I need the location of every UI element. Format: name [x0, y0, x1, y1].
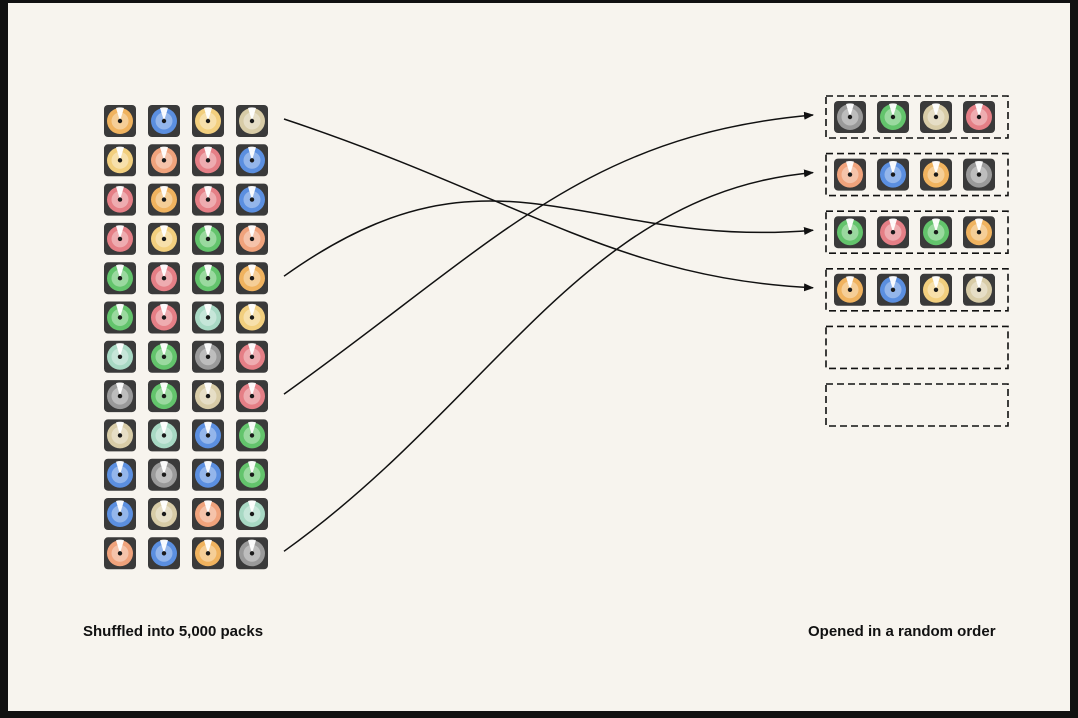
disc-icon	[236, 340, 268, 373]
disc-icon	[236, 222, 268, 255]
disc-icon	[834, 273, 866, 306]
disc-icon	[104, 498, 136, 530]
disc-icon	[104, 262, 136, 295]
arrow	[283, 111, 814, 395]
grid-row	[104, 419, 268, 452]
grid-row	[104, 380, 268, 413]
disc-icon	[104, 340, 136, 373]
disc-icon	[104, 183, 136, 216]
disc-icon	[877, 216, 909, 249]
arrow	[283, 169, 814, 552]
pack	[825, 383, 1009, 427]
disc-icon	[104, 380, 136, 413]
disc-icon	[920, 216, 952, 249]
grid-row	[104, 144, 268, 177]
disc-icon	[963, 158, 995, 191]
disc-icon	[963, 101, 995, 133]
disc-icon	[920, 101, 952, 133]
disc-icon	[834, 158, 866, 191]
disc-icon	[236, 183, 268, 216]
disc-icon	[192, 183, 224, 216]
disc-icon	[192, 301, 224, 334]
disc-icon	[104, 458, 136, 491]
disc-icon	[236, 105, 268, 137]
disc-icon	[236, 301, 268, 334]
arrows	[283, 111, 814, 552]
disc-icon	[877, 101, 909, 133]
disc-icon	[236, 144, 268, 177]
disc-icon	[236, 380, 268, 413]
disc-icon	[877, 273, 909, 306]
arrow	[283, 118, 814, 292]
disc-icon	[148, 262, 180, 295]
disc-icon	[192, 105, 224, 137]
disc-icon	[963, 273, 995, 306]
disc-icon	[192, 262, 224, 295]
disc-icon	[104, 144, 136, 177]
disc-icon	[192, 458, 224, 491]
disc-icon	[148, 340, 180, 373]
disc-icon	[834, 101, 866, 133]
grid-row	[104, 301, 268, 334]
disc-icon	[236, 458, 268, 491]
disc-icon	[148, 537, 180, 570]
disc-icon	[920, 158, 952, 191]
disc-icon	[963, 216, 995, 249]
grid-row	[104, 262, 268, 295]
disc-icon	[877, 158, 909, 191]
grid-row	[104, 105, 268, 137]
caption-shuffled: Shuffled into 5,000 packs	[83, 623, 264, 640]
disc-icon	[148, 105, 180, 137]
disc-icon	[148, 301, 180, 334]
disc-icon	[148, 419, 180, 452]
disc-icon	[236, 498, 268, 530]
pack	[825, 325, 1009, 370]
disc-icon	[148, 380, 180, 413]
shuffled-packs-grid	[104, 105, 268, 570]
disc-icon	[192, 419, 224, 452]
pack	[825, 210, 1009, 254]
disc-icon	[834, 216, 866, 249]
disc-icon	[104, 419, 136, 452]
disc-icon	[104, 105, 136, 137]
disc-icon	[148, 458, 180, 491]
grid-row	[104, 222, 268, 255]
disc-icon	[148, 183, 180, 216]
grid-row	[104, 458, 268, 491]
slide-frame: Shuffled into 5,000 packs Opened in a ra…	[8, 3, 1070, 711]
grid-row	[104, 183, 268, 216]
caption-opened: Opened in a random order	[808, 623, 996, 640]
disc-icon	[104, 537, 136, 570]
disc-icon	[148, 222, 180, 255]
disc-icon	[192, 340, 224, 373]
pack	[825, 152, 1009, 197]
disc-icon	[920, 273, 952, 306]
disc-icon	[236, 262, 268, 295]
disc-icon	[192, 144, 224, 177]
shuffle-diagram	[104, 95, 1009, 570]
disc-icon	[104, 301, 136, 334]
disc-icon	[192, 222, 224, 255]
disc-icon	[236, 537, 268, 570]
disc-icon	[148, 498, 180, 530]
grid-row	[104, 537, 268, 570]
disc-icon	[192, 537, 224, 570]
opened-packs-column	[825, 95, 1009, 427]
pack	[825, 267, 1009, 312]
arrow	[283, 200, 814, 277]
disc-icon	[236, 419, 268, 452]
disc-icon	[192, 498, 224, 530]
pack	[825, 95, 1009, 139]
grid-row	[104, 498, 268, 530]
grid-row	[104, 340, 268, 373]
disc-icon	[148, 144, 180, 177]
disc-icon	[192, 380, 224, 413]
disc-icon	[104, 222, 136, 255]
